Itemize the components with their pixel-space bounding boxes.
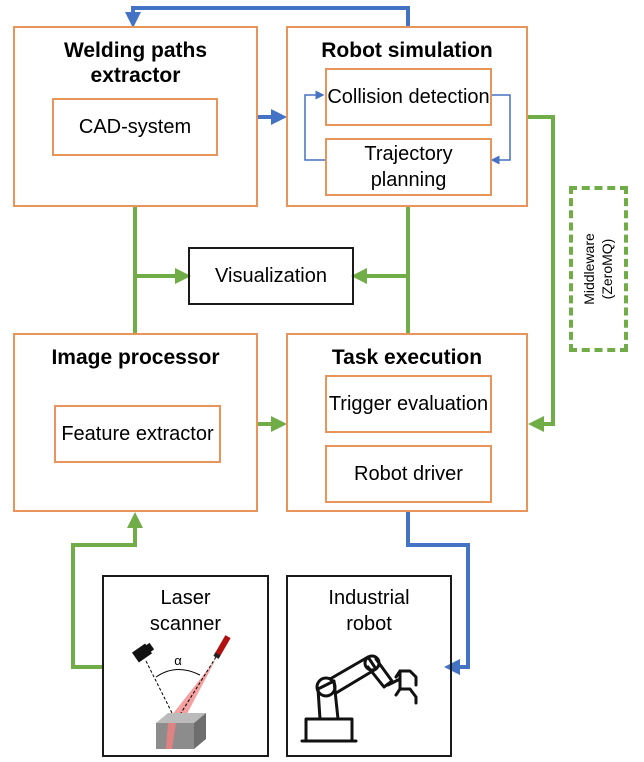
robot-sim-title: Robot simulation	[321, 39, 493, 62]
middleware-label-line1: Middleware	[581, 233, 597, 305]
laser-scanner-illustration: α	[132, 635, 231, 749]
visualization-label: Visualization	[215, 265, 327, 287]
trajectory-planning-box: Trajectory planning	[325, 138, 492, 196]
workpiece-top	[156, 713, 206, 723]
workpiece-front	[156, 723, 194, 749]
welding-paths-extractor-block: Welding paths extractor CAD-system	[13, 26, 258, 207]
cad-system-box: CAD-system	[52, 98, 218, 156]
robot-simulation-block: Robot simulation Collision detection Tra…	[286, 26, 528, 207]
loop-trajectory-to-collision	[304, 90, 325, 161]
camera-icon	[132, 642, 155, 663]
robot-driver-box: Robot driver	[325, 445, 492, 503]
workpiece-side	[194, 713, 206, 749]
laser-scanner-label: Laser scanner	[149, 587, 222, 635]
industrial-robot-icon	[300, 654, 418, 743]
industrial-robot-label: Industrial robot	[328, 587, 410, 635]
middleware-label: Middleware (ZeroMQ)	[580, 189, 616, 349]
collision-detection-box: Collision detection	[325, 68, 492, 126]
laser-scanner-block: Laser scanner α	[102, 575, 269, 757]
middleware-box	[569, 186, 628, 352]
laser-axis-line	[175, 656, 217, 722]
arrow-sim-to-welding	[125, 6, 410, 28]
feature-extractor-box: Feature extractor	[54, 405, 221, 463]
arrow-task-to-robot	[406, 512, 470, 675]
loop-collision-to-trajectory	[490, 94, 511, 165]
angle-arc	[155, 669, 201, 678]
arrow-middleware-to-task	[528, 115, 555, 432]
laser-beam	[164, 659, 216, 729]
visualization-block: Visualization	[188, 247, 354, 305]
task-execution-block: Task execution Trigger evaluation Robot …	[286, 333, 528, 512]
image-processor-block: Image processor Feature extractor	[13, 333, 258, 512]
angle-symbol: α	[174, 653, 182, 668]
arrow-laser-to-image	[71, 512, 143, 669]
middleware-label-line2: (ZeroMQ)	[599, 238, 615, 300]
laser-line-on-workpiece	[166, 723, 176, 749]
image-processor-title: Image processor	[51, 346, 220, 369]
welding-title: Welding paths extractor	[63, 39, 208, 87]
trigger-evaluation-box: Trigger evaluation	[325, 375, 492, 433]
camera-view-line	[145, 660, 177, 722]
laser-pen-icon	[213, 635, 231, 659]
task-execution-title: Task execution	[331, 346, 483, 369]
industrial-robot-block: Industrial robot	[286, 575, 452, 757]
